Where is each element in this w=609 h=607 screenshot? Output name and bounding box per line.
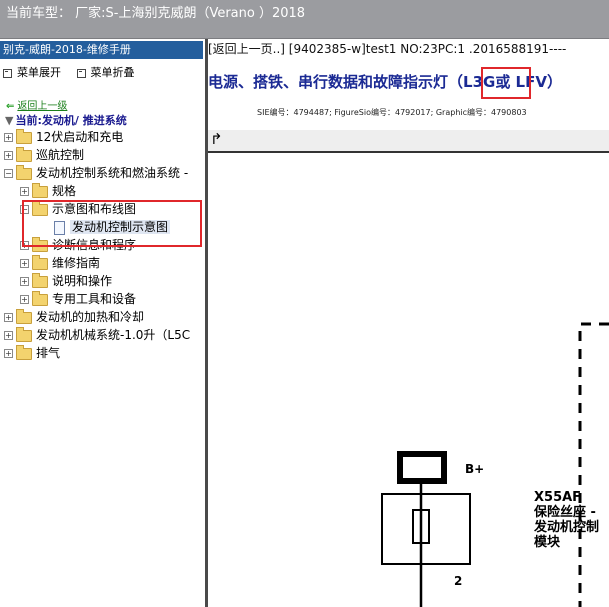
component-name-line-1: 保险丝座 - bbox=[534, 505, 596, 520]
tree-item[interactable]: − 发动机控制系统和燃油系统 - bbox=[4, 164, 188, 182]
expand-toggle-icon[interactable]: + bbox=[20, 187, 29, 196]
fuse-box bbox=[381, 493, 471, 565]
menu-toolbar: 菜单展开 菜单折叠 bbox=[3, 64, 147, 80]
pin-number-label: 2 bbox=[454, 574, 463, 588]
folder-icon bbox=[32, 254, 48, 270]
tree-item-label: 发动机控制示意图 bbox=[70, 220, 171, 234]
wiring-diagram: B+ 2 X55AF 保险丝座 - 发动机控制 模块 bbox=[208, 153, 609, 607]
tree-item[interactable]: +12伏启动和充电 bbox=[4, 128, 123, 146]
back-up-link[interactable]: ⇐返回上一级 bbox=[6, 97, 67, 112]
expand-toggle-icon[interactable]: + bbox=[4, 313, 13, 322]
manual-header: 别克-威朗-2018-维修手册 bbox=[0, 41, 203, 59]
tree-item-label: 专用工具和设备 bbox=[52, 292, 137, 306]
expand-toggle-icon[interactable]: + bbox=[4, 133, 13, 142]
current-location: ▼当前:发动机/ 推进系统 bbox=[5, 112, 127, 128]
title-suffix: 或 LFV） bbox=[495, 73, 562, 91]
expand-toggle-icon[interactable]: + bbox=[20, 259, 29, 268]
document-nav-line[interactable]: [返回上一页..] [9402385-w]test1 NO:23PC:1 .20… bbox=[208, 42, 567, 56]
folder-icon bbox=[32, 182, 48, 198]
expand-toggle-icon[interactable]: + bbox=[20, 295, 29, 304]
tree-item[interactable]: + 发动机机械系统-1.0升（L5C bbox=[4, 326, 190, 344]
tree-item[interactable]: + 诊断信息和程序 bbox=[20, 236, 136, 254]
menu-expand-button[interactable]: 菜单展开 bbox=[3, 66, 61, 79]
collapse-icon bbox=[76, 68, 86, 78]
green-back-arrow-icon: ⇐ bbox=[6, 101, 15, 112]
vehicle-title: 当前车型： 厂家:S-上海别克威朗（Verano ）2018 bbox=[6, 6, 306, 21]
folder-icon bbox=[16, 146, 32, 162]
menu-expand-label: 菜单展开 bbox=[17, 66, 61, 79]
document-panel: [返回上一页..] [9402385-w]test1 NO:23PC:1 .20… bbox=[208, 39, 609, 607]
tree-item-selected[interactable]: 发动机控制示意图 bbox=[54, 218, 171, 236]
tree-item-label: 说明和操作 bbox=[52, 274, 113, 288]
back-up-label: 返回上一级 bbox=[17, 101, 68, 112]
tree-item[interactable]: + 专用工具和设备 bbox=[20, 290, 136, 308]
tree-item-label: 规格 bbox=[52, 184, 77, 198]
component-label: X55AF 保险丝座 - 发动机控制 模块 bbox=[534, 490, 599, 550]
tree-item[interactable]: + 规格 bbox=[20, 182, 76, 200]
b-plus-terminal bbox=[397, 451, 447, 484]
title-prefix: 电源、搭铁、串行数据和故障指示灯（ bbox=[208, 73, 464, 91]
tree-item-label: 诊断信息和程序 bbox=[52, 238, 137, 252]
wiring-diagram-svg bbox=[381, 322, 609, 607]
tree-item-label: 发动机的加热和冷却 bbox=[36, 310, 145, 324]
tree-item[interactable]: − 示意图和布线图 bbox=[20, 200, 136, 218]
tree-item-label: 排气 bbox=[36, 346, 61, 360]
location-pin-icon: ▼ bbox=[5, 114, 14, 127]
current-location-label: 当前:发动机/ 推进系统 bbox=[15, 114, 127, 127]
document-title: 电源、搭铁、串行数据和故障指示灯（L3G或 LFV） bbox=[208, 71, 562, 92]
tree-item[interactable]: + 排气 bbox=[4, 344, 60, 362]
folder-icon bbox=[32, 290, 48, 306]
left-panel: 别克-威朗-2018-维修手册 菜单展开 菜单折叠 ⇐返回上一级 ▼当前:发动机… bbox=[0, 39, 205, 607]
diagram-toolbar: ↱ bbox=[208, 130, 609, 153]
expand-icon bbox=[3, 68, 12, 78]
folder-icon bbox=[32, 272, 48, 288]
tree-item[interactable]: + 巡航控制 bbox=[4, 146, 84, 164]
folder-icon bbox=[16, 308, 32, 324]
tree-item-label: 示意图和布线图 bbox=[52, 202, 137, 216]
panel-splitter[interactable] bbox=[205, 39, 208, 607]
component-name-line-2: 发动机控制 bbox=[534, 520, 600, 535]
top-bar: 当前车型： 厂家:S-上海别克威朗（Verano ）2018 bbox=[0, 0, 609, 39]
tree-item-label: 巡航控制 bbox=[36, 148, 85, 162]
menu-collapse-label: 菜单折叠 bbox=[90, 66, 135, 79]
tree-item[interactable]: + 发动机的加热和冷却 bbox=[4, 308, 144, 326]
tree-item-label: 12伏启动和充电 bbox=[36, 130, 124, 144]
folder-open-icon bbox=[32, 200, 48, 216]
menu-collapse-button[interactable]: 菜单折叠 bbox=[76, 66, 135, 79]
module-boundary bbox=[578, 322, 609, 607]
tree-item-label: 发动机机械系统-1.0升（L5C bbox=[36, 328, 191, 342]
tree-item[interactable]: + 维修指南 bbox=[20, 254, 100, 272]
folder-icon bbox=[32, 236, 48, 252]
tree-item[interactable]: + 说明和操作 bbox=[20, 272, 112, 290]
expand-toggle-icon[interactable]: + bbox=[4, 349, 13, 358]
component-code: X55AF bbox=[534, 490, 582, 505]
redo-arrow-icon[interactable]: ↱ bbox=[210, 130, 223, 148]
collapse-toggle-icon[interactable]: − bbox=[4, 169, 13, 178]
tree-item-label: 维修指南 bbox=[52, 256, 101, 270]
expand-toggle-icon[interactable]: + bbox=[4, 331, 13, 340]
b-plus-label: B+ bbox=[465, 462, 485, 476]
expand-toggle-icon[interactable]: + bbox=[4, 151, 13, 160]
document-icon bbox=[54, 220, 65, 235]
folder-icon bbox=[16, 344, 32, 360]
component-name-line-3: 模块 bbox=[534, 535, 561, 550]
folder-icon bbox=[16, 326, 32, 342]
folder-icon bbox=[16, 128, 32, 144]
document-ids: SIE编号：4794487; FigureSio编号：4792017; Grap… bbox=[257, 108, 527, 117]
collapse-toggle-icon[interactable]: − bbox=[20, 205, 29, 214]
expand-toggle-icon[interactable]: + bbox=[20, 277, 29, 286]
expand-toggle-icon[interactable]: + bbox=[20, 241, 29, 250]
tree-item-label: 发动机控制系统和燃油系统 - bbox=[36, 166, 189, 180]
title-highlight: L3G bbox=[463, 73, 496, 91]
folder-open-icon bbox=[16, 164, 32, 180]
